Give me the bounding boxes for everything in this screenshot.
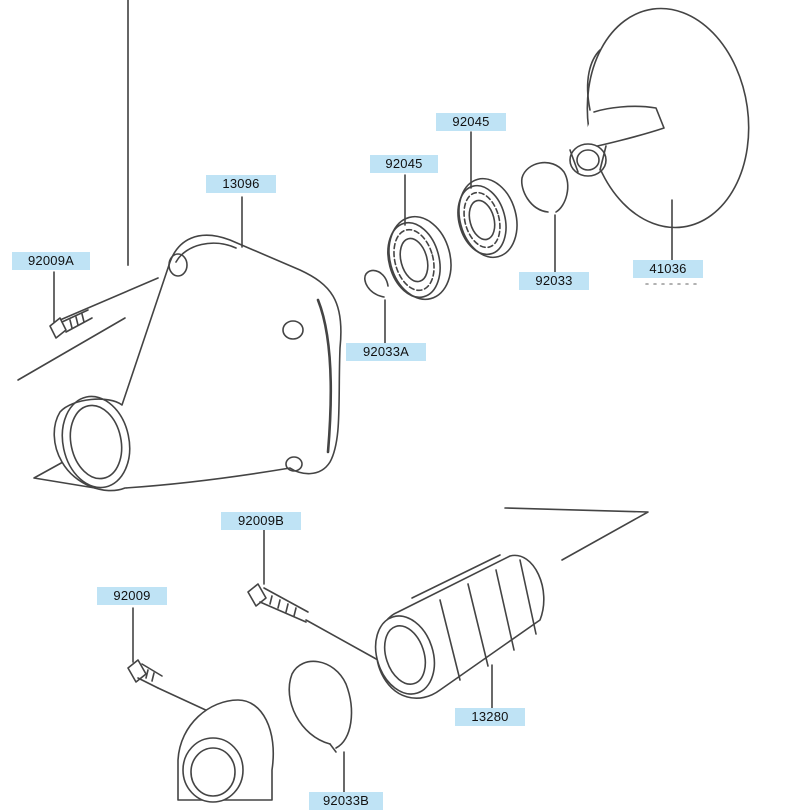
callout-92033b: 92033B	[309, 792, 383, 810]
leader-line	[157, 687, 211, 713]
bolt-92009	[127, 659, 163, 689]
gear-case-housing	[53, 234, 342, 492]
callout-92045-right: 92045	[436, 113, 506, 131]
leader-line	[59, 277, 159, 321]
callout-13096: 13096	[206, 175, 276, 193]
circlip-92033a	[364, 269, 389, 298]
callout-92009a: 92009A	[12, 252, 90, 270]
callout-92033: 92033	[519, 272, 589, 290]
splined-coupling	[374, 554, 545, 699]
bolt-92009a	[49, 309, 93, 339]
callout-92009: 92009	[97, 587, 167, 605]
circlip-92033b	[288, 660, 353, 749]
frame-line	[17, 317, 126, 381]
frame-line	[504, 507, 649, 561]
callout-92033a: 92033A	[346, 343, 426, 361]
circlip-92033	[521, 161, 569, 213]
clutch-drum	[569, 7, 750, 229]
bearing-cap	[177, 699, 274, 803]
circlip-tab	[329, 743, 337, 753]
bolt-92009b	[247, 583, 309, 623]
leader-line	[305, 619, 379, 661]
ball-bearing-2	[457, 177, 518, 259]
callout-13280: 13280	[455, 708, 525, 726]
callout-92009b: 92009B	[221, 512, 301, 530]
callout-41036: 41036	[633, 260, 703, 278]
ball-bearing-1	[387, 215, 452, 301]
callout-92045-left: 92045	[370, 155, 438, 173]
